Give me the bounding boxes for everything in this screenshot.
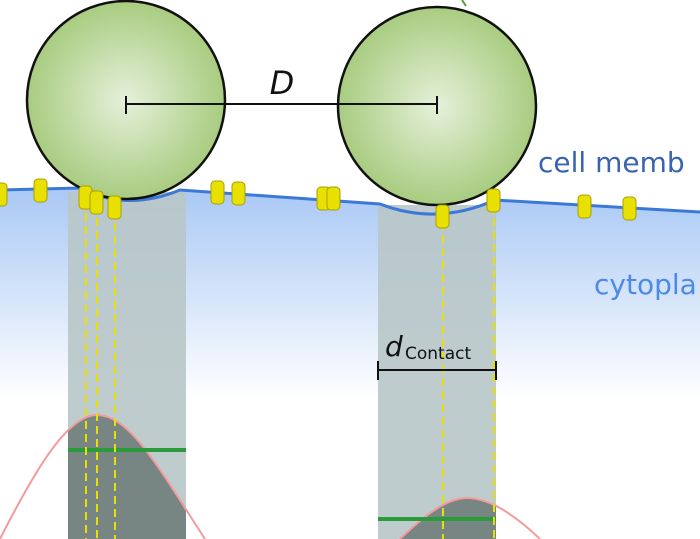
cytoplasm-label: cytopla	[594, 268, 697, 301]
distance-marker	[125, 96, 438, 114]
contact-label-subscript: Contact	[405, 344, 471, 364]
distance-label: D	[270, 64, 295, 102]
contact-label: d	[385, 330, 403, 363]
receptor-projection-lines	[85, 200, 495, 539]
partial-green-mark	[461, 0, 467, 7]
contact-column-right	[378, 205, 496, 539]
membrane-label: cell memb	[538, 146, 685, 179]
receptors	[0, 178, 637, 229]
contact-width-marker	[377, 361, 497, 380]
